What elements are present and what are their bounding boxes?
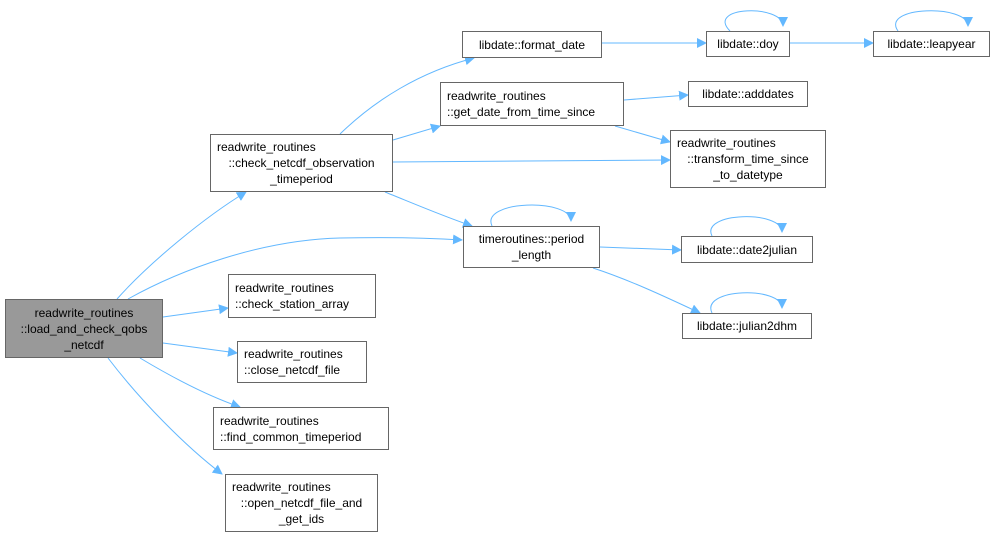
node-line: readwrite_routines <box>220 413 319 428</box>
node-line: ::get_date_from_time_since <box>447 105 596 119</box>
node-line: libdate::doy <box>717 37 779 51</box>
edge-doy-self <box>724 10 788 32</box>
edge-check-obs-to-getdate <box>392 123 441 141</box>
edge-check-obs-to-period <box>384 191 473 228</box>
node-line: readwrite_routines <box>217 140 316 154</box>
node-line: readwrite_routines <box>34 305 134 320</box>
node-adddates[interactable]: libdate::adddates <box>688 81 808 107</box>
edge-check-obs-to-transform <box>392 155 671 166</box>
edge-load-to-period <box>127 234 463 300</box>
node-line: ::check_station_array <box>235 297 350 311</box>
edge-load-to-station <box>162 304 229 318</box>
node-line: libdate::date2julian <box>696 242 798 257</box>
node-leapyear[interactable]: libdate::leapyear <box>873 31 990 57</box>
edge-period-to-d2j <box>599 244 682 255</box>
node-line: readwrite_routines <box>244 347 343 361</box>
edge-j2d-self <box>710 292 787 314</box>
edge-leap-self <box>895 10 973 32</box>
node-line: _to_datetype <box>713 168 783 182</box>
edge-getdate-to-adddates <box>623 90 689 101</box>
node-line: ::close_netcdf_file <box>244 363 341 377</box>
edge-period-to-j2d <box>592 267 701 314</box>
node-check-netcdf-observation-timeperiod[interactable]: readwrite_routines ::check_netcdf_observ… <box>210 134 393 192</box>
node-line: ::transform_time_since <box>687 152 809 166</box>
node-line: libdate::leapyear <box>887 37 976 51</box>
edge-d2j-self <box>710 216 787 237</box>
node-line: ::find_common_timeperiod <box>220 429 362 444</box>
node-check-station-array[interactable]: readwrite_routines ::check_station_array <box>228 274 376 318</box>
node-line: libdate::adddates <box>702 87 794 101</box>
edge-load-to-open <box>107 357 223 475</box>
edge-load-to-common <box>139 357 241 409</box>
edge-load-to-close <box>162 342 238 357</box>
node-line: ::load_and_check_qobs <box>20 321 148 336</box>
node-load-and-check-qobs-netcdf[interactable]: readwrite_routines ::load_and_check_qobs… <box>5 299 163 358</box>
node-date2julian[interactable]: libdate::date2julian <box>681 236 813 263</box>
node-period-length[interactable]: timeroutines::period _length <box>463 226 600 268</box>
node-line: readwrite_routines <box>677 136 776 150</box>
node-line: _get_ids <box>278 512 325 526</box>
node-line: _timeperiod <box>270 172 333 186</box>
node-line: readwrite_routines <box>232 480 331 494</box>
node-julian2dhm[interactable]: libdate::julian2dhm <box>682 313 812 339</box>
node-line: libdate::format_date <box>478 37 586 52</box>
node-line: ::check_netcdf_observation <box>228 156 375 170</box>
node-open-netcdf-file-and-get-ids[interactable]: readwrite_routines ::open_netcdf_file_an… <box>225 474 378 532</box>
node-find-common-timeperiod[interactable]: readwrite_routines ::find_common_timeper… <box>213 407 389 450</box>
node-transform-time-since-to-datetype[interactable]: readwrite_routines ::transform_time_sinc… <box>670 130 826 188</box>
edge-getdate-to-transform <box>614 125 671 145</box>
node-get-date-from-time-since[interactable]: readwrite_routines ::get_date_from_time_… <box>440 82 624 126</box>
node-line: _netcdf <box>64 337 104 352</box>
node-doy[interactable]: libdate::doy <box>706 31 790 57</box>
node-line: readwrite_routines <box>235 281 334 295</box>
edge-period-self <box>490 204 576 227</box>
node-format-date[interactable]: libdate::format_date <box>462 31 602 58</box>
node-line: libdate::julian2dhm <box>696 319 798 333</box>
node-line: timeroutines::period <box>478 232 585 246</box>
node-close-netcdf-file[interactable]: readwrite_routines ::close_netcdf_file <box>237 341 367 383</box>
node-line: readwrite_routines <box>447 89 546 103</box>
edge-check-obs-to-format <box>339 55 475 135</box>
edge-load-to-check-obs <box>116 191 247 300</box>
node-line: ::open_netcdf_file_and <box>240 496 363 510</box>
node-line: _length <box>511 248 552 262</box>
